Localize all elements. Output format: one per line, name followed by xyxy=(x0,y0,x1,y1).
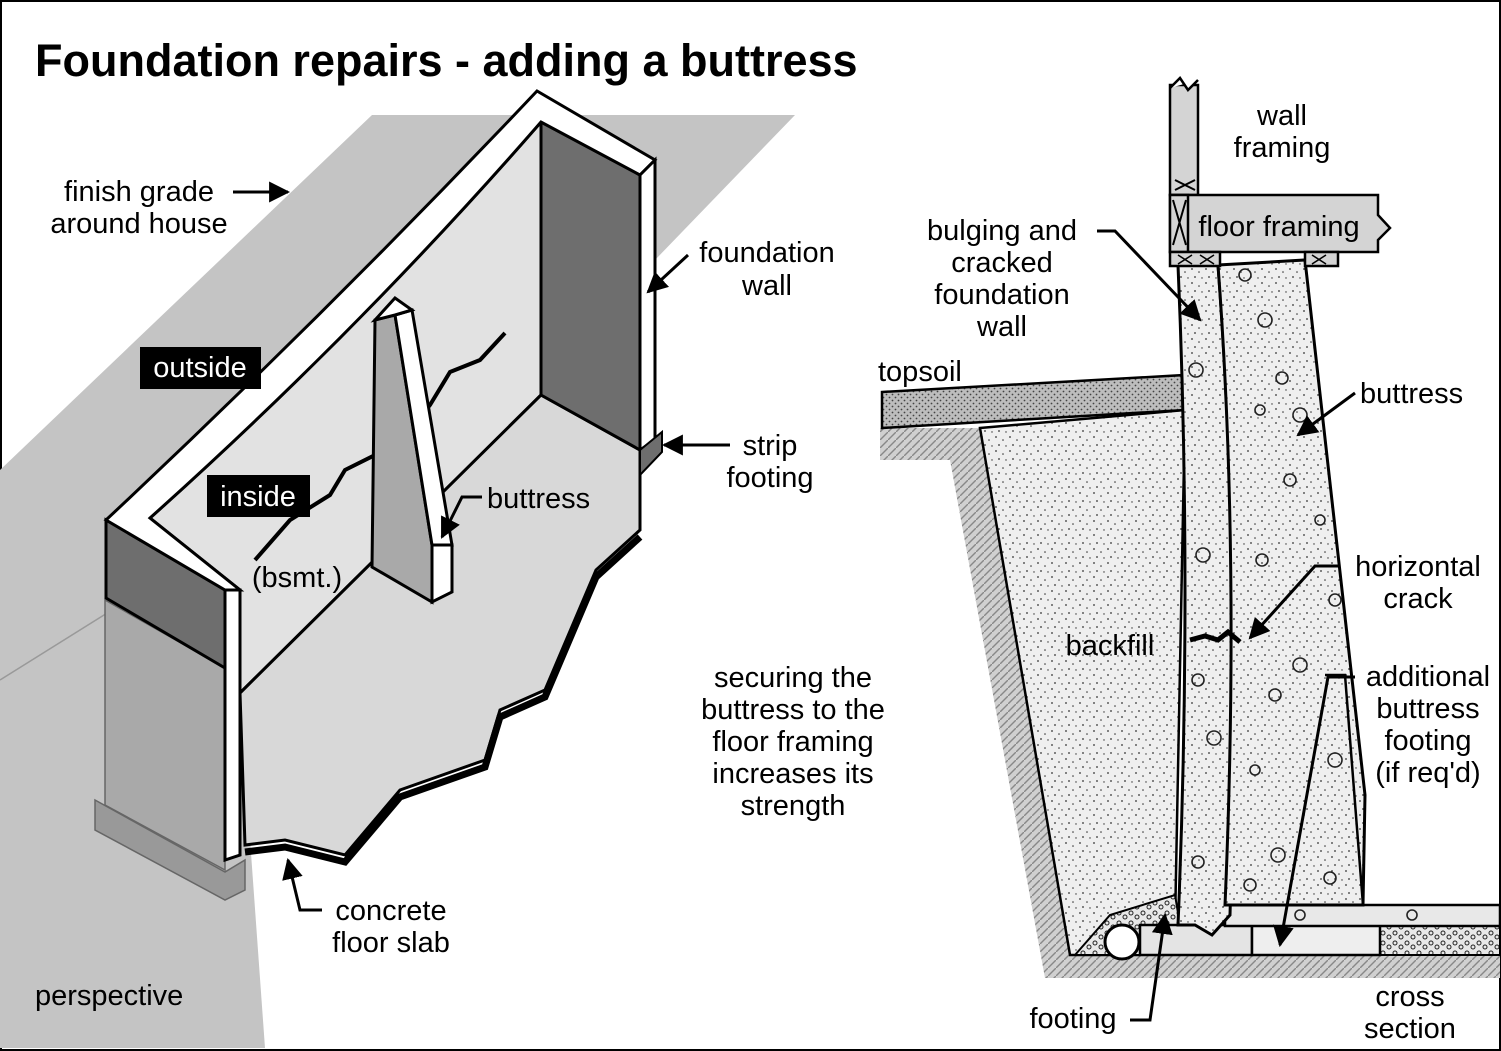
topsoil-label: topsoil xyxy=(878,356,962,388)
buttress-section xyxy=(1216,258,1367,907)
center-note: securing the buttress to the floor frami… xyxy=(701,662,885,822)
horizontal-crack-label-2: crack xyxy=(1383,583,1453,615)
floor-framing-label: floor framing xyxy=(1198,211,1359,243)
inside-tag-box xyxy=(207,475,310,517)
buttress-label-perspective: buttress xyxy=(487,483,590,515)
foundation-wall-label: foundation xyxy=(699,237,834,269)
wall-footing xyxy=(1138,923,1254,957)
horizontal-crack-label: horizontal xyxy=(1355,551,1481,583)
outside-tag-box xyxy=(140,347,261,389)
bsmt-label: (bsmt.) xyxy=(252,562,342,594)
wall-framing-label: wall xyxy=(1256,100,1307,132)
footing-label: footing xyxy=(1029,1003,1116,1035)
footing-ghost xyxy=(94,798,246,901)
concrete-slab-label: concrete xyxy=(335,895,446,927)
note-line-5: strength xyxy=(741,790,846,822)
wall-right-edge xyxy=(638,156,657,453)
drain-pipe xyxy=(1103,923,1141,961)
wall-right-dark xyxy=(539,119,642,453)
concrete-slab-label-2: floor slab xyxy=(332,927,450,959)
sill-plate xyxy=(1168,250,1222,268)
strip-footing-label-2: footing xyxy=(726,462,813,494)
finish-grade-label-2: around house xyxy=(50,208,227,240)
bulging-label-2: cracked xyxy=(951,247,1053,279)
foundation-wall-label-2: wall xyxy=(741,270,792,302)
wall-framing-label-2: framing xyxy=(1234,132,1331,164)
note-line-1: securing the xyxy=(714,662,872,694)
cross-section-caption-2: section xyxy=(1364,1013,1456,1045)
note-line-4: increases its xyxy=(712,758,873,790)
cross-section-caption: cross xyxy=(1375,981,1444,1013)
additional-footing-label-2: buttress xyxy=(1376,693,1479,725)
wall-stud xyxy=(1168,83,1200,197)
note-line-3: floor framing xyxy=(712,726,873,758)
additional-footing-label-3: footing xyxy=(1384,725,1471,757)
outside-tag: outside xyxy=(153,352,247,384)
perspective-view: finish grade around house foundation wal… xyxy=(0,89,835,1048)
excavation-hatch xyxy=(880,428,1500,978)
cross-section-view: wall framing floor framing bulging and c… xyxy=(878,76,1501,1045)
inside-tag: inside xyxy=(220,481,296,513)
bulging-label-4: wall xyxy=(976,311,1027,343)
additional-footing-label: additional xyxy=(1366,661,1490,693)
additional-footing-label-4: (if req'd) xyxy=(1375,757,1480,789)
bulging-label: bulging and xyxy=(927,215,1077,247)
buttress-label-section: buttress xyxy=(1360,378,1463,410)
note-line-2: buttress to the xyxy=(701,694,885,726)
backfill-label: backfill xyxy=(1066,630,1155,662)
strip-footing-label: strip xyxy=(743,430,798,462)
finish-grade-label: finish grade xyxy=(64,176,214,208)
perspective-caption: perspective xyxy=(35,980,183,1012)
buttress-footing xyxy=(1250,923,1382,957)
aggregate-marks xyxy=(1188,268,1418,921)
page-title: Foundation repairs - adding a buttress xyxy=(35,35,858,86)
horizontal-crack-line xyxy=(1189,628,1242,644)
wall-top-cap xyxy=(103,89,658,592)
bulging-label-3: foundation xyxy=(934,279,1069,311)
floor-slab-section xyxy=(1223,903,1501,928)
